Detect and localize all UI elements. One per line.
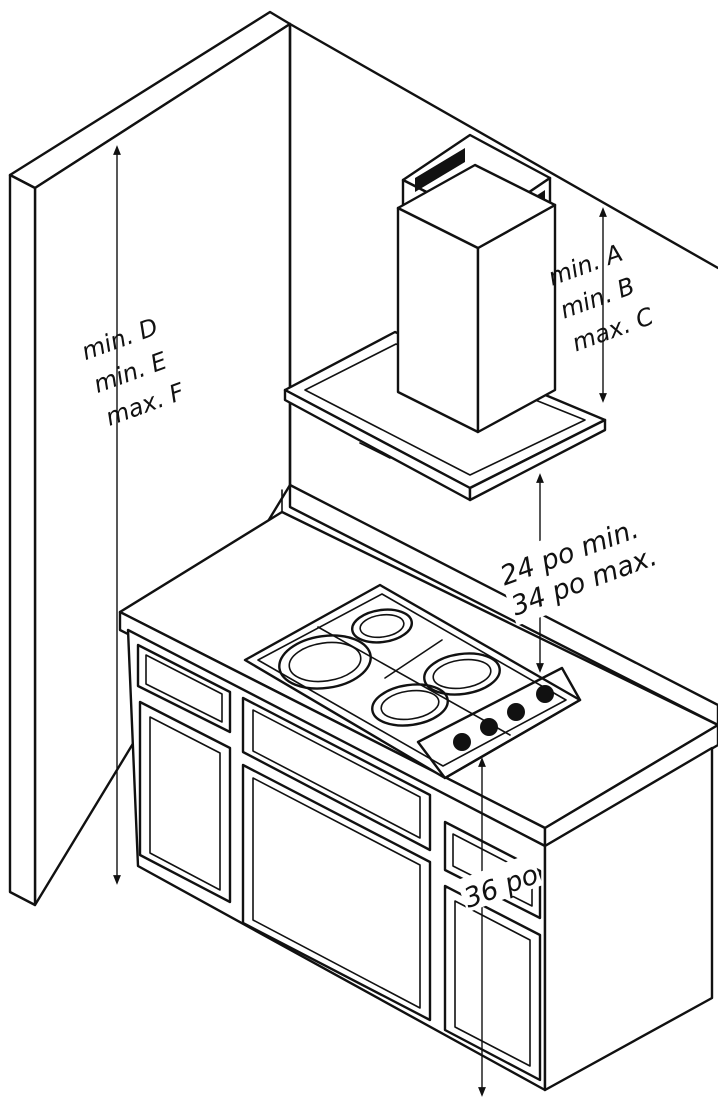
burner-front-right bbox=[371, 683, 449, 727]
backsplash bbox=[281, 483, 718, 727]
cooktop-knobs bbox=[453, 685, 554, 751]
center-drawer bbox=[241, 696, 432, 852]
left-drawer bbox=[136, 643, 232, 734]
right-door bbox=[443, 884, 542, 1082]
center-door bbox=[241, 763, 432, 1022]
hood-chimney bbox=[396, 133, 557, 434]
left-wall bbox=[8, 10, 292, 907]
right-drawer bbox=[443, 820, 542, 920]
cabinet-base bbox=[126, 628, 714, 1092]
hood-clearance-label: 24 po min. 34 po max. bbox=[492, 503, 668, 626]
burner-front-left bbox=[278, 634, 372, 690]
burner-back-right bbox=[423, 652, 501, 696]
burner-back-left bbox=[351, 608, 413, 644]
left-door bbox=[138, 700, 232, 904]
back-wall bbox=[288, 22, 718, 487]
chimney-height-label: min. A min. B max. C bbox=[544, 239, 657, 357]
